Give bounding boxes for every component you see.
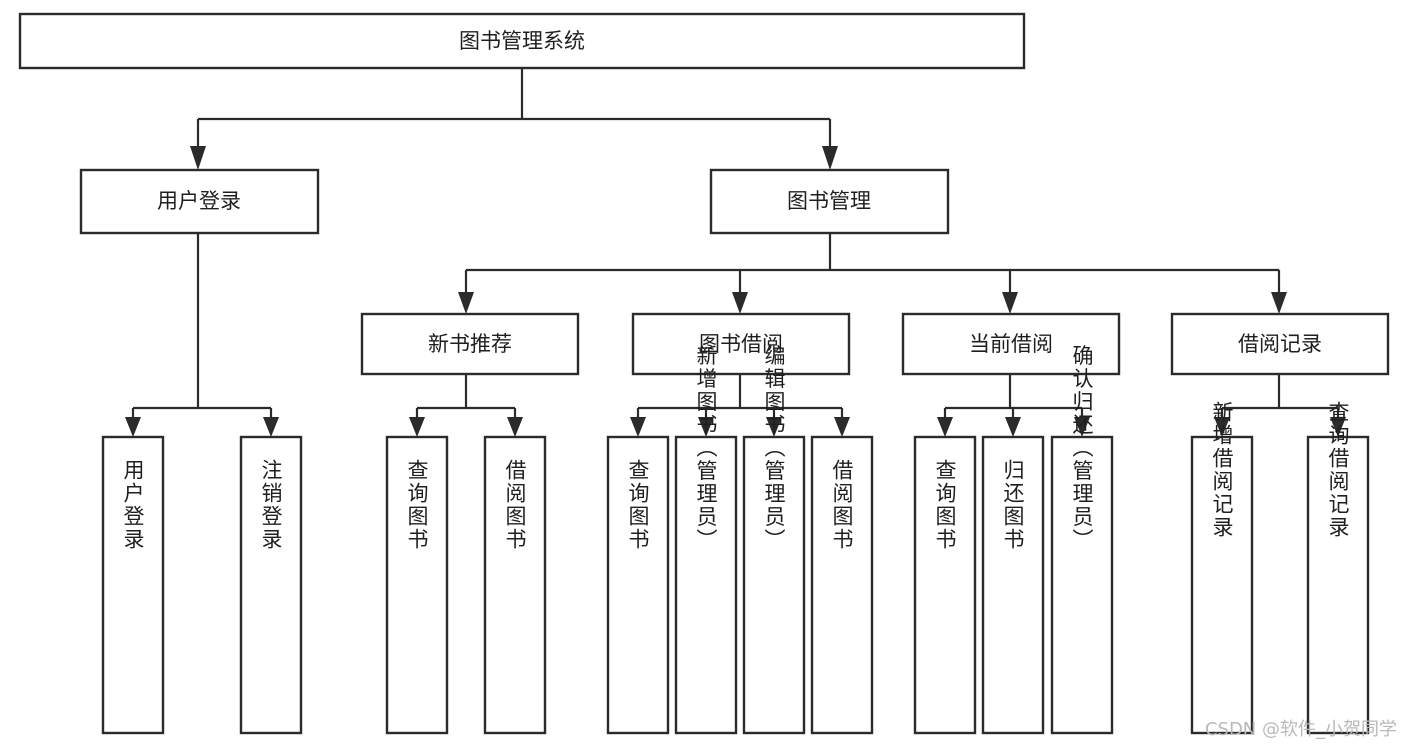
connector-newbook-to-leaves: [409, 374, 523, 437]
node-leaf-query-record[interactable]: 查询借阅记录: [1306, 401, 1370, 735]
node-leaf-borrow-book-2-box[interactable]: [810, 435, 874, 735]
connector-currentborrow-to-leaves: [937, 374, 1090, 437]
connector-userlogin-to-leaves: [125, 233, 279, 437]
node-borrow-record[interactable]: 借阅记录: [1170, 312, 1390, 376]
node-leaf-edit-book-label: 编辑图书（管理员）: [762, 345, 786, 552]
node-leaf-add-record-box[interactable]: [1190, 435, 1254, 735]
arrow-head-new-book-recommend: [458, 292, 474, 314]
node-leaf-query-book-2[interactable]: 查询图书: [606, 435, 670, 735]
node-new-book-recommend[interactable]: 新书推荐: [360, 312, 580, 376]
connector-borrowrecord-to-leaves: [1214, 374, 1346, 437]
node-leaf-query-book-1-box[interactable]: [385, 435, 449, 735]
node-user-login-label: 用户登录: [157, 189, 241, 213]
connector-bookmanage-to-level2: [458, 233, 1287, 314]
node-leaf-return-book-label: 归还图书: [1001, 459, 1025, 551]
node-leaf-user-logout-box[interactable]: [239, 435, 303, 735]
node-leaf-add-book-box[interactable]: [674, 435, 738, 735]
node-leaf-borrow-book-2-label: 借阅图书: [830, 459, 854, 551]
node-book-manage-label: 图书管理: [787, 189, 871, 213]
node-leaf-return-book[interactable]: 归还图书: [981, 435, 1045, 735]
node-leaf-borrow-book-1-label: 借阅图书: [503, 459, 527, 551]
node-leaf-query-record-box[interactable]: [1306, 435, 1370, 735]
arrow-head-leaf-add-book: [698, 417, 714, 437]
node-root-label: 图书管理系统: [459, 29, 585, 53]
node-user-login-box[interactable]: [79, 168, 320, 235]
arrow-head-book-manage: [822, 146, 838, 170]
node-leaf-add-book-label: 新增图书（管理员）: [694, 345, 718, 552]
node-leaf-user-logout-label: 注销登录: [259, 459, 283, 551]
connector-root-to-level1: [190, 68, 838, 170]
node-book-borrow[interactable]: 图书借阅: [631, 312, 851, 376]
node-leaf-user-login-box[interactable]: [101, 435, 165, 735]
node-book-borrow-box[interactable]: [631, 312, 851, 376]
node-leaf-edit-book[interactable]: 编辑图书（管理员）: [742, 345, 806, 735]
arrow-head-leaf-edit-book: [766, 417, 782, 437]
node-leaf-return-book-box[interactable]: [981, 435, 1045, 735]
arrow-head-leaf-query-book-1: [409, 417, 425, 437]
node-leaf-query-book-3-box[interactable]: [913, 435, 977, 735]
node-leaf-borrow-book-1-box[interactable]: [483, 435, 547, 735]
node-current-borrow[interactable]: 当前借阅: [901, 312, 1121, 376]
node-leaf-query-book-3-label: 查询图书: [933, 459, 957, 551]
arrow-head-book-borrow: [732, 292, 748, 314]
node-leaf-query-book-2-label: 查询图书: [626, 459, 650, 551]
node-leaf-borrow-book-1[interactable]: 借阅图书: [483, 435, 547, 735]
arrow-head-leaf-query-book-2: [630, 417, 646, 437]
arrow-head-leaf-query-record: [1330, 417, 1346, 437]
arrow-head-leaf-borrow-book-1: [507, 417, 523, 437]
arrow-head-user-login: [190, 146, 206, 170]
arrow-head-leaf-add-record: [1214, 417, 1230, 437]
node-leaf-add-record[interactable]: 新增借阅记录: [1190, 401, 1254, 735]
arrow-head-leaf-confirm-return: [1074, 417, 1090, 437]
node-current-borrow-box[interactable]: [901, 312, 1121, 376]
arrow-head-leaf-user-logout: [263, 417, 279, 437]
node-book-manage[interactable]: 图书管理: [709, 168, 950, 235]
arrow-head-borrow-record: [1271, 292, 1287, 314]
node-book-manage-box[interactable]: [709, 168, 950, 235]
node-borrow-record-box[interactable]: [1170, 312, 1390, 376]
node-leaf-user-login[interactable]: 用户登录: [101, 435, 165, 735]
node-leaf-query-book-1[interactable]: 查询图书: [385, 435, 449, 735]
node-leaf-confirm-return-box[interactable]: [1050, 435, 1114, 735]
node-leaf-borrow-book-2[interactable]: 借阅图书: [810, 435, 874, 735]
node-root[interactable]: 图书管理系统: [18, 12, 1026, 70]
arrow-head-leaf-return-book: [1005, 417, 1021, 437]
node-user-login[interactable]: 用户登录: [79, 168, 320, 235]
node-leaf-query-book-1-label: 查询图书: [405, 459, 429, 551]
node-current-borrow-label: 当前借阅: [969, 332, 1053, 356]
arrow-head-current-borrow: [1002, 292, 1018, 314]
node-leaf-confirm-return-label: 确认归还（管理员）: [1070, 345, 1094, 552]
node-book-borrow-label: 图书借阅: [699, 332, 783, 356]
connector-bookborrow-to-leaves: [630, 374, 850, 437]
node-leaf-add-record-label: 新增借阅记录: [1210, 401, 1234, 539]
node-leaf-user-logout[interactable]: 注销登录: [239, 435, 303, 735]
node-leaf-edit-book-box[interactable]: [742, 435, 806, 735]
node-leaf-user-login-label: 用户登录: [121, 459, 145, 551]
node-leaf-confirm-return[interactable]: 确认归还（管理员）: [1050, 345, 1114, 735]
node-new-book-recommend-box[interactable]: [360, 312, 580, 376]
node-borrow-record-label: 借阅记录: [1238, 332, 1322, 356]
node-leaf-query-book-3[interactable]: 查询图书: [913, 435, 977, 735]
arrow-head-leaf-query-book-3: [937, 417, 953, 437]
node-leaf-query-record-label: 查询借阅记录: [1326, 401, 1350, 539]
arrow-head-leaf-user-login: [125, 417, 141, 437]
node-root-box[interactable]: [18, 12, 1026, 70]
arrow-head-leaf-borrow-book-2: [834, 417, 850, 437]
node-leaf-query-book-2-box[interactable]: [606, 435, 670, 735]
node-leaf-add-book[interactable]: 新增图书（管理员）: [674, 345, 738, 735]
node-new-book-recommend-label: 新书推荐: [428, 332, 512, 356]
